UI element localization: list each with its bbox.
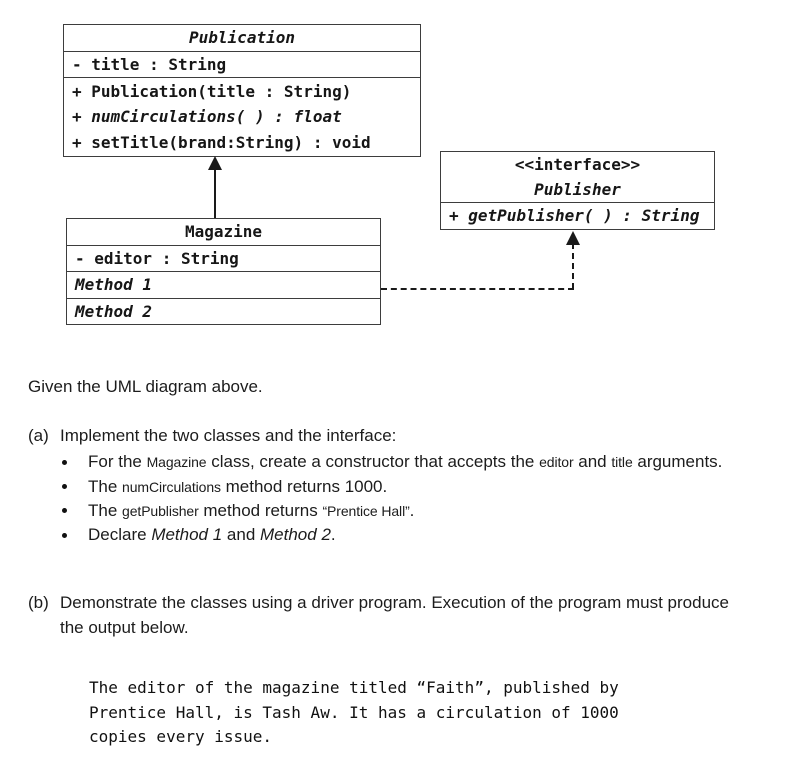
- intro-sentence: Given the UML diagram above.: [28, 377, 263, 396]
- bullet-dot-icon: [62, 459, 67, 465]
- part-b-text: Demonstrate the classes using a driver p…: [60, 591, 729, 640]
- program-output-block: The editor of the magazine titled “Faith…: [89, 676, 619, 750]
- uml-class-magazine: Magazine - editor : String Method 1 Meth…: [66, 218, 381, 325]
- inheritance-arrow-line: [214, 169, 216, 218]
- publication-class-name: Publication: [64, 25, 420, 52]
- magazine-attribute: - editor : String: [67, 246, 380, 272]
- part-b-line1: Demonstrate the classes using a driver p…: [60, 593, 729, 612]
- bullet-dot-icon: [62, 508, 67, 514]
- magazine-class-name: Magazine: [67, 219, 380, 246]
- publisher-method-getpublisher: + getPublisher( ) : String: [449, 206, 700, 225]
- publisher-stereotype: <<interface>>: [514, 155, 641, 174]
- publication-method-settitle: + setTitle(brand:String) : void: [72, 132, 371, 152]
- uml-interface-publisher: <<interface>> Publisher + getPublisher( …: [440, 151, 715, 230]
- publisher-interface-name: Publisher: [534, 180, 621, 199]
- bullet-dot-icon: [62, 484, 67, 490]
- implements-arrow-horizontal-dashed-line: [381, 288, 574, 290]
- uml-class-publication: Publication - title : String + Publicati…: [63, 24, 421, 157]
- part-a-heading: Implement the two classes and the interf…: [60, 426, 397, 445]
- bullet-dot-icon: [62, 532, 67, 538]
- question-part-b: (b) Demonstrate the classes using a driv…: [28, 591, 798, 640]
- output-line: The editor of the magazine titled “Faith…: [89, 678, 619, 697]
- implements-arrowhead-icon: [566, 231, 580, 245]
- magazine-method2-compartment: Method 2: [75, 301, 153, 321]
- bullet-text: Declare Method 1 and Method 2.: [88, 525, 336, 545]
- bullet-item-numcirculations: The numCirculations method returns 1000.: [62, 474, 722, 498]
- implements-arrow-vertical-dashed-line: [572, 243, 574, 289]
- inheritance-arrowhead-icon: [208, 156, 222, 170]
- magazine-method1-compartment: Method 1: [67, 272, 380, 299]
- part-b-line2: the output below.: [60, 617, 189, 637]
- question-part-a: (a) Implement the two classes and the in…: [28, 424, 396, 449]
- part-a-bullet-list: For the Magazine class, create a constru…: [62, 450, 722, 548]
- publication-attribute: - title : String: [64, 52, 420, 78]
- bullet-item-declare-methods: Declare Method 1 and Method 2.: [62, 523, 722, 547]
- bullet-text: For the Magazine class, create a constru…: [88, 452, 723, 472]
- output-line: Prentice Hall, is Tash Aw. It has a circ…: [89, 702, 619, 722]
- bullet-text: The getPublisher method returns “Prentic…: [88, 500, 415, 520]
- bullet-text: The numCirculations method returns 1000.: [88, 476, 388, 496]
- part-b-label: (b): [28, 593, 49, 612]
- publication-methods: + Publication(title : String) + numCircu…: [64, 78, 420, 156]
- publisher-header: <<interface>> Publisher: [441, 152, 714, 203]
- publication-method-constructor: + Publication(title : String): [72, 82, 352, 101]
- bullet-item-constructor: For the Magazine class, create a constru…: [62, 450, 722, 474]
- publication-method-numcirculations: + numCirculations( ) : float: [72, 107, 342, 127]
- part-a-label: (a): [28, 426, 49, 445]
- bullet-item-getpublisher: The getPublisher method returns “Prentic…: [62, 499, 722, 523]
- output-line: copies every issue.: [89, 727, 273, 746]
